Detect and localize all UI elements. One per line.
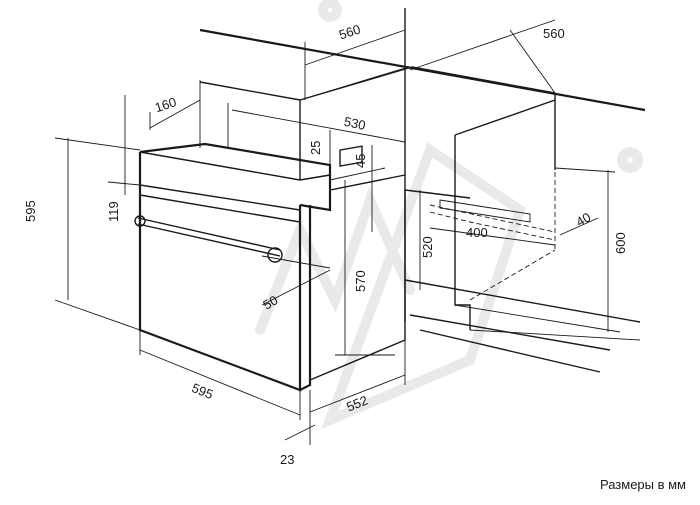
dimension-lines bbox=[54, 19, 616, 445]
label-23: 23 bbox=[280, 452, 294, 467]
label-25: 25 bbox=[308, 141, 323, 155]
label-595-height: 595 bbox=[23, 200, 38, 222]
right-niche bbox=[429, 93, 641, 341]
label-530: 530 bbox=[343, 114, 367, 133]
dimension-labels: 560 560 160 530 25 45 595 119 570 520 60… bbox=[23, 22, 628, 467]
units-caption: Размеры в мм bbox=[599, 477, 686, 492]
label-520: 520 bbox=[420, 236, 435, 258]
label-595-width: 595 bbox=[190, 380, 216, 402]
label-560-left: 560 bbox=[337, 22, 362, 43]
label-40: 40 bbox=[573, 209, 593, 229]
label-600: 600 bbox=[613, 232, 628, 254]
label-570: 570 bbox=[353, 270, 368, 292]
cabinet-top bbox=[199, 28, 646, 112]
label-119: 119 bbox=[106, 201, 121, 222]
label-560-right: 560 bbox=[543, 26, 565, 41]
label-45: 45 bbox=[353, 154, 368, 168]
label-50: 50 bbox=[260, 292, 280, 312]
label-160: 160 bbox=[153, 94, 178, 115]
label-552: 552 bbox=[344, 392, 370, 414]
label-400: 400 bbox=[466, 225, 488, 240]
watermark-logo bbox=[255, 0, 643, 430]
oven-body bbox=[134, 142, 406, 392]
